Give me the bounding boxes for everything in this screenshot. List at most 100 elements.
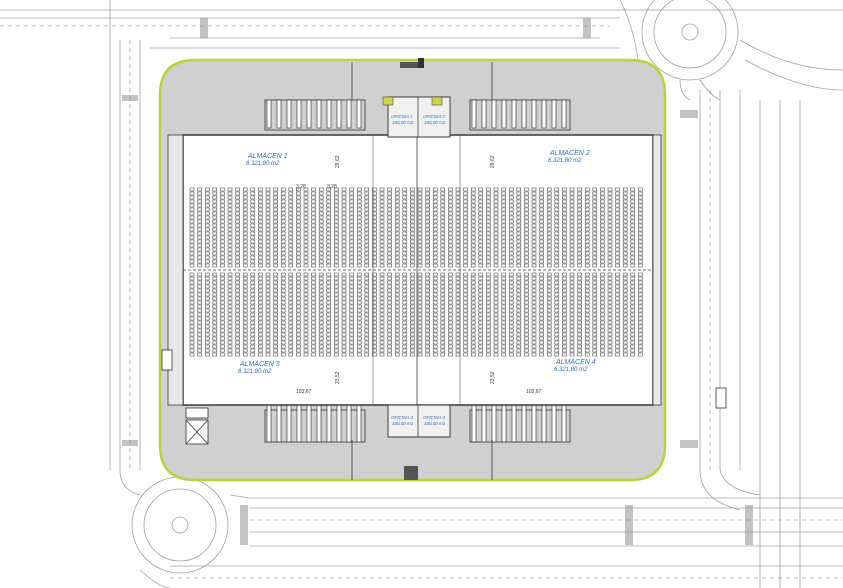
rack-bay — [265, 231, 271, 236]
rack-bay — [356, 255, 362, 260]
rack-bay — [478, 231, 484, 236]
rack-bay — [508, 199, 514, 204]
rack-bay — [554, 211, 560, 216]
rack-bay — [600, 219, 605, 224]
rack-bay — [501, 312, 506, 317]
rack-bay — [341, 336, 347, 341]
rack-bay — [242, 332, 248, 337]
rack-bay — [531, 296, 537, 301]
rack-bay — [425, 207, 430, 212]
rack-bay — [600, 344, 605, 349]
rack-bay — [539, 308, 544, 313]
rack-bay — [455, 227, 461, 232]
rack-bay — [235, 187, 240, 192]
parking-stall — [286, 99, 292, 129]
rack-bay — [303, 352, 309, 357]
rack-bay — [288, 328, 294, 333]
rack-bay — [440, 304, 446, 309]
rack-bay — [204, 203, 210, 208]
rack-bay — [372, 292, 377, 297]
rack-bay — [501, 320, 506, 325]
rack-bay — [584, 336, 590, 341]
rack-bay — [273, 288, 278, 293]
rack-bay — [569, 263, 575, 268]
rack-bay — [584, 312, 590, 317]
rack-bay — [372, 199, 377, 204]
rack-bay — [470, 203, 476, 208]
rack-bay — [508, 219, 514, 224]
rack-bay — [478, 259, 484, 264]
rack-bay — [303, 239, 309, 244]
rack-bay — [508, 348, 514, 353]
rack-bay — [531, 203, 537, 208]
rack-bay — [280, 263, 286, 268]
rack-bay — [387, 247, 392, 252]
rack-bay — [463, 312, 468, 317]
rack-bay — [463, 231, 468, 236]
rack-bay — [349, 219, 354, 224]
rack-bay — [539, 195, 544, 200]
rack-bay — [318, 280, 324, 285]
rack-bay — [607, 304, 613, 309]
rack-bay — [250, 251, 256, 256]
rack-bay — [470, 340, 476, 345]
rack-bay — [318, 352, 324, 357]
rack-bay — [326, 211, 332, 216]
rack-bay — [531, 187, 537, 192]
rack-bay — [455, 316, 461, 321]
rack-bay — [288, 259, 294, 264]
rack-bay — [296, 292, 301, 297]
rack-bay — [402, 219, 408, 224]
rack-bay — [372, 348, 377, 353]
rack-bay — [189, 239, 195, 244]
rack-bay — [250, 247, 256, 252]
rack-bay — [425, 316, 430, 321]
rack-bay — [425, 195, 430, 200]
rack-bay — [227, 336, 233, 341]
rack-bay — [265, 304, 271, 309]
rack-bay — [288, 255, 294, 260]
rack-bay — [242, 215, 248, 220]
rack-bay — [220, 255, 225, 260]
rack-bay — [432, 219, 438, 224]
parking-stall — [356, 401, 362, 443]
rack-bay — [478, 276, 484, 281]
rack-bay — [273, 272, 278, 277]
rack-bay — [524, 187, 529, 192]
rack-bay — [265, 191, 271, 196]
rack-bay — [364, 352, 370, 357]
rack-bay — [531, 207, 537, 212]
rack-bay — [584, 251, 590, 256]
almacen-2-name: ALMACEN 2 — [549, 150, 590, 157]
rack-bay — [303, 296, 309, 301]
rack-bay — [584, 227, 590, 232]
rack-bay — [402, 235, 408, 240]
rack-bay — [448, 231, 453, 236]
rack-bay — [432, 320, 438, 325]
rack-bay — [478, 191, 484, 196]
rack-bay — [410, 239, 415, 244]
rack-bay — [592, 332, 598, 337]
rack-bay — [379, 235, 385, 240]
building-dividers — [183, 135, 653, 405]
rack-bay — [242, 300, 248, 305]
rack-bay — [356, 191, 362, 196]
rack-bay — [417, 243, 423, 248]
almacen-4-area: 6.321,80 m2 — [554, 367, 588, 373]
rack-bay — [432, 227, 438, 232]
rack-bay — [265, 219, 271, 224]
rack-bay — [242, 352, 248, 357]
rack-bay — [470, 272, 476, 277]
label-almacen-4: ALMACEN 4 6.321,80 m2 — [554, 359, 596, 373]
rack-bay — [394, 272, 400, 277]
rack-bay — [554, 263, 560, 268]
rack-bay — [501, 251, 506, 256]
rack-bay — [470, 259, 476, 264]
rack-bay — [531, 312, 537, 317]
rack-bay — [227, 332, 233, 337]
rack-bay — [546, 312, 552, 317]
rack-bay — [349, 207, 354, 212]
rack-bay — [478, 336, 484, 341]
rack-bay — [455, 280, 461, 285]
rack-bay — [554, 272, 560, 277]
